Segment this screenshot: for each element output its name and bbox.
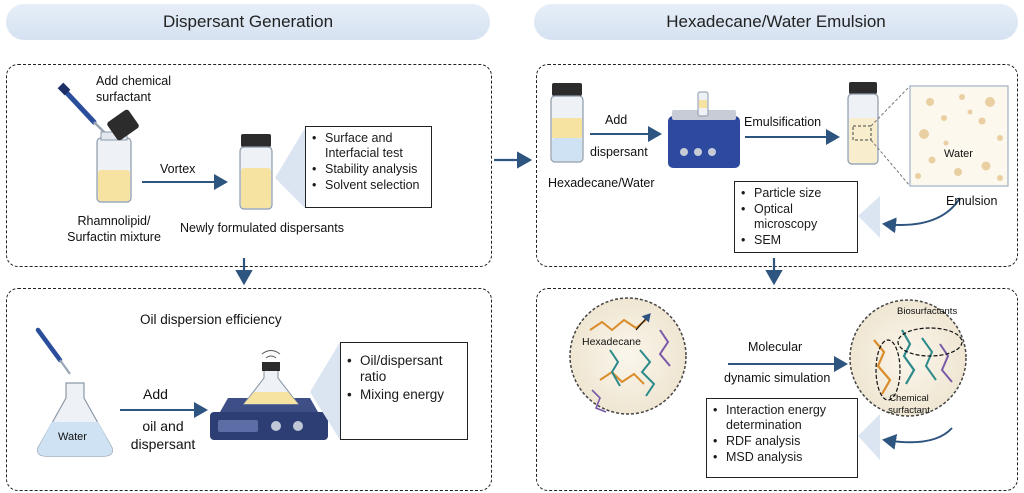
callout-wedge-2 <box>310 342 340 440</box>
tests-list-box: Surface and Interfacial test Stability a… <box>305 126 432 208</box>
emulsion-label: Emulsion <box>946 194 998 208</box>
vial-hexadecane-icon <box>550 83 584 163</box>
analysis-item: Particle size <box>741 186 849 201</box>
panel-dispersant-generation <box>6 64 492 267</box>
vial-emulsion-icon <box>847 82 879 165</box>
hexadecane-label: Hexadecane <box>582 336 641 348</box>
panel-emulsion <box>536 64 1018 267</box>
hexadecane-md-circle <box>569 297 687 415</box>
add-surfactant-label: Add chemical surfactant <box>96 74 172 104</box>
pipette-small-icon <box>35 327 71 375</box>
test-item: Solvent selection <box>312 178 423 193</box>
hexadecane-water-label: Hexadecane/Water <box>548 176 655 190</box>
newly-formulated-label: Newly formulated dispersants <box>180 221 344 235</box>
panel-molecular-simulation <box>536 288 1018 491</box>
mixture-label: Rhamnolipid/ Surfactin mixture <box>67 214 161 244</box>
molecular-label: Molecular <box>748 340 803 354</box>
emulsion-dispersant-label: dispersant <box>590 145 648 159</box>
oil-dispersant-label: oil and dispersant <box>130 418 196 452</box>
emulsification-label: Emulsification <box>744 115 822 129</box>
vial-rhamnolipid-icon <box>96 109 139 203</box>
emulsion-add-label: Add <box>605 113 628 127</box>
parameter-item: Oil/dispersant ratio <box>347 353 459 385</box>
oil-dispersion-title: Oil dispersion efficiency <box>140 312 282 327</box>
header-hexadecane-water-emulsion: Hexadecane/Water Emulsion <box>534 4 1018 40</box>
emulsion-curve-arrow <box>882 197 961 234</box>
surfactant-md-circle <box>849 299 967 417</box>
parameters-list-box: Oil/dispersant ratio Mixing energy <box>340 342 468 440</box>
biosurfactants-label: Biosurfactants <box>897 306 958 317</box>
sonicator-icon <box>668 91 740 168</box>
md-curve-arrow <box>882 427 953 450</box>
md-analysis-item: RDF analysis <box>713 434 849 449</box>
md-analysis-list-box: Interaction energy determination RDF ana… <box>706 398 858 478</box>
callout-wedge-4 <box>858 414 880 460</box>
zoom-water-label: Water <box>944 148 973 160</box>
vial-dispersant-icon <box>239 134 273 210</box>
panel-oil-dispersion <box>6 288 492 491</box>
test-item: Stability analysis <box>312 162 423 177</box>
add-label: Add <box>143 386 168 402</box>
callout-wedge-3 <box>858 196 880 238</box>
simulation-label: dynamic simulation <box>724 371 831 385</box>
chemical-surfactant-label: Chemical surfactant <box>888 393 930 416</box>
emulsion-zoom-icon <box>909 85 1009 187</box>
flask-water-label: Water <box>58 431 87 443</box>
stirrer-icon <box>210 350 328 440</box>
flask-water-icon <box>37 382 113 457</box>
analysis-item: SEM <box>741 233 849 248</box>
md-analysis-item: Interaction energy determination <box>713 403 849 433</box>
md-analysis-item: MSD analysis <box>713 450 849 465</box>
analysis-item: Optical microscopy <box>741 202 849 232</box>
parameter-item: Mixing energy <box>347 387 459 403</box>
callout-wedge <box>275 128 305 208</box>
header-dispersant-generation: Dispersant Generation <box>6 4 490 40</box>
analysis-list-box: Particle size Optical microscopy SEM <box>734 181 858 253</box>
test-item: Surface and Interfacial test <box>312 131 423 161</box>
vortex-label: Vortex <box>160 162 196 176</box>
